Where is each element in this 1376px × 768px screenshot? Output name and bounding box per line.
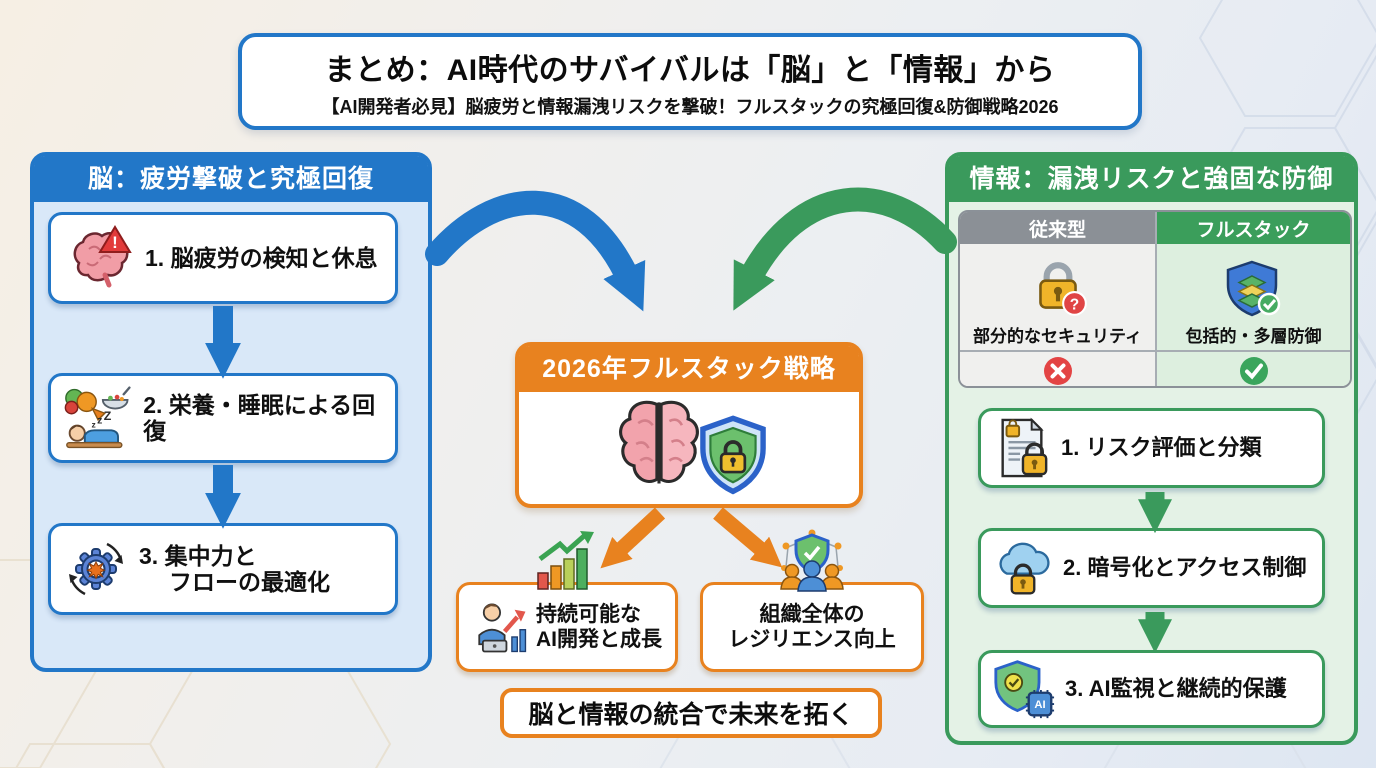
column-header-fullstack: フルスタック (1155, 212, 1350, 244)
outcome-left-line2: AI開発と成長 (536, 628, 662, 651)
cloud-lock-icon (999, 542, 1050, 595)
conclusion-text: 脳と情報の統合で未来を拓く (528, 701, 854, 729)
brain-icon (619, 400, 699, 484)
strategy-header: 2026年フルスタック戦略 (519, 346, 859, 392)
brain-warning-icon: ! (73, 225, 132, 288)
layered-shield-icon (1226, 260, 1280, 317)
lock-question-icon: ? (1038, 262, 1087, 316)
shield-ai-chip-icon: AI (994, 660, 1055, 719)
info-step-1-label: 1. リスク評価と分類 (1061, 435, 1262, 461)
cross-circle-icon (1043, 357, 1072, 385)
traditional-caption: 部分的なセキュリティ (973, 327, 1142, 346)
svg-text:?: ? (1069, 297, 1078, 314)
outcome-left-label: 持続可能な AI開発と成長 (536, 602, 662, 652)
strategy-body (519, 392, 859, 504)
security-comparison-table: 従来型 フルスタック ? 部分的なセキュリティ (958, 210, 1352, 388)
outcome-right-line2: レジリエンス向上 (728, 628, 896, 651)
page-title: まとめ：AI時代のサバイバルは「脳」と「情報」から (324, 53, 1056, 87)
brain-step-3-line2: フローの最適化 (169, 569, 330, 595)
info-panel-header: 情報：漏洩リスクと強固な防御 (949, 156, 1354, 202)
title-banner: まとめ：AI時代のサバイバルは「脳」と「情報」から 【AI開発者必見】脳疲労と情… (238, 33, 1142, 130)
developer-growth-icon (478, 603, 527, 653)
fullstack-verdict (1155, 350, 1350, 386)
info-step-3-label: 3. AI監視と継続的保護 (1065, 676, 1287, 702)
traditional-cell: ? 部分的なセキュリティ (960, 244, 1155, 350)
brain-step-1-label: 1. 脳疲労の検知と休息 (145, 244, 378, 271)
brain-panel: 脳：疲労撃破と究極回復 ! 1. 脳疲労の検知と休息 z z (30, 152, 432, 672)
fullstack-cell: 包括的・多層防御 (1155, 244, 1350, 350)
outcome-right-label: 組織全体の レジリエンス向上 (728, 602, 896, 652)
svg-text:AI: AI (1034, 699, 1045, 711)
strategy-box: 2026年フルスタック戦略 (515, 342, 863, 508)
focus-gear-icon (69, 542, 123, 596)
outcome-right-line1: 組織全体の (759, 602, 865, 626)
column-header-traditional: 従来型 (960, 212, 1155, 244)
fullstack-caption: 包括的・多層防御 (1185, 327, 1322, 346)
traditional-verdict (960, 350, 1155, 386)
brain-step-2: z z Z 2. 栄養・睡眠による回復 (48, 373, 398, 463)
info-panel: 情報：漏洩リスクと強固な防御 従来型 フルスタック ? 部分的なセキュリティ (945, 152, 1358, 745)
document-lock-icon (1001, 417, 1048, 478)
info-step-3: AI 3. AI監視と継続的保護 (978, 650, 1325, 728)
svg-text:!: ! (112, 233, 118, 252)
svg-text:z: z (97, 416, 102, 427)
svg-text:z: z (91, 419, 95, 429)
brain-step-2-label: 2. 栄養・睡眠による回復 (143, 391, 376, 444)
outcome-left-line1: 持続可能な (536, 602, 641, 626)
brain-step-3-label: 3. 集中力と フローの最適化 (139, 543, 330, 596)
growth-chart-icon (537, 531, 594, 590)
info-step-1: 1. リスク評価と分類 (978, 408, 1325, 488)
outcome-org-resilience: 組織全体の レジリエンス向上 (700, 582, 924, 672)
brain-step-3-line1: 3. 集中力と (139, 542, 257, 569)
nutrition-sleep-icon: z z Z (64, 386, 131, 449)
check-circle-icon (1239, 357, 1268, 385)
brain-step-1: ! 1. 脳疲労の検知と休息 (48, 212, 398, 304)
info-step-2-label: 2. 暗号化とアクセス制御 (1063, 555, 1307, 581)
brain-panel-header: 脳：疲労撃破と究極回復 (34, 156, 428, 202)
conclusion-banner: 脳と情報の統合で未来を拓く (500, 688, 882, 738)
shield-lock-icon (700, 415, 766, 495)
brain-step-3: 3. 集中力と フローの最適化 (48, 523, 398, 615)
page-subtitle: 【AI開発者必見】脳疲労と情報漏洩リスクを撃破！フルスタックの究極回復&防御戦略… (321, 96, 1059, 117)
info-step-2: 2. 暗号化とアクセス制御 (978, 528, 1325, 608)
outcome-sustainable-ai: 持続可能な AI開発と成長 (456, 582, 678, 672)
organization-shield-icon (780, 529, 844, 592)
svg-text:Z: Z (104, 409, 112, 423)
